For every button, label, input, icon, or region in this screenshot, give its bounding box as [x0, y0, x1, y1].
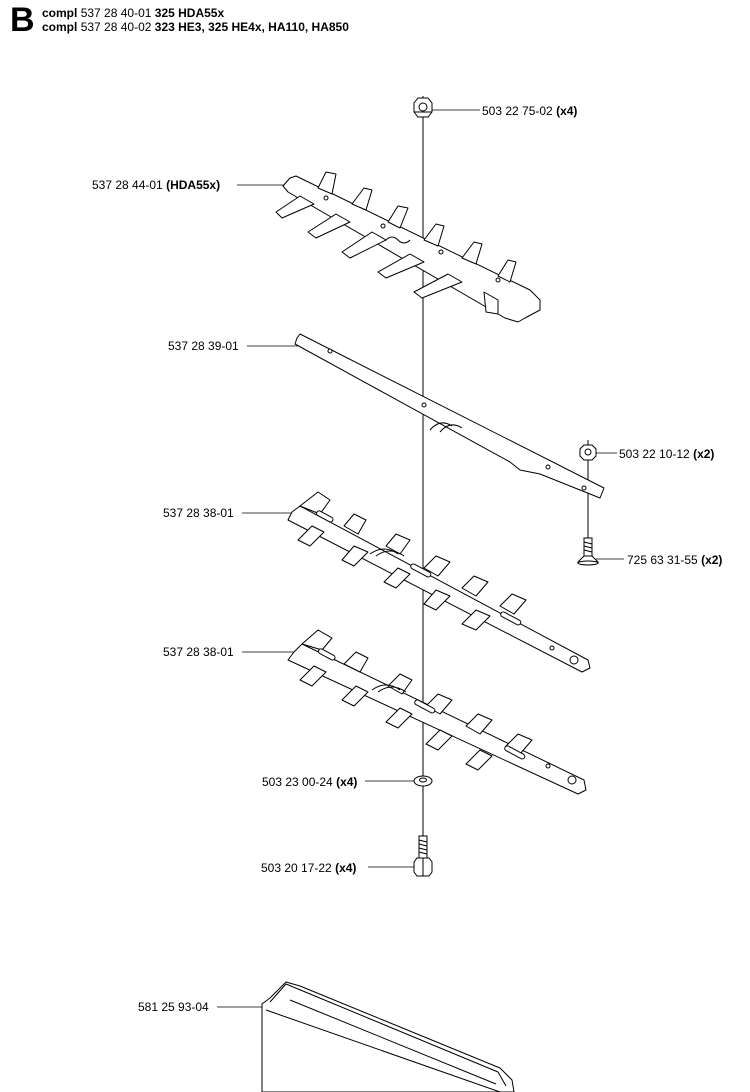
part-note: (x4): [336, 775, 358, 789]
callout-nut-top: 503 22 75-02 (x4): [482, 104, 577, 118]
leader-lines: [217, 109, 624, 1008]
callout-upper-blade: 537 28 38-01: [163, 506, 234, 520]
part-note: (HDA55x): [166, 178, 221, 192]
part-number: 725 63 31-55: [627, 553, 698, 567]
part-note: (x4): [335, 861, 357, 875]
upper-blade-shape: [287, 491, 591, 673]
callout-washer: 503 23 00-24 (x4): [262, 775, 357, 789]
guide-bar-shape: [294, 333, 605, 499]
callout-bolt: 503 20 17-22 (x4): [261, 861, 356, 875]
callout-blade-guard: 581 25 93-04: [138, 1000, 209, 1014]
callout-top-blade: 537 28 44-01 (HDA55x): [92, 178, 220, 192]
header-number: 537 28 40-02: [80, 20, 152, 34]
header-line-2: compl 537 28 40-02 323 HE3, 325 HE4x, HA…: [42, 20, 349, 34]
header-prefix: compl: [42, 6, 78, 20]
washer-shape: [413, 775, 433, 787]
part-note: (x4): [556, 104, 578, 118]
side-nut-shape: [579, 444, 597, 461]
callout-guide-bar: 537 28 39-01: [168, 339, 239, 353]
part-number: 537 28 44-01: [92, 178, 163, 192]
part-note: (x2): [693, 447, 715, 461]
part-number: 537 28 38-01: [163, 506, 234, 520]
part-number: 537 28 38-01: [163, 645, 234, 659]
callout-side-nut: 503 22 10-12 (x2): [619, 447, 714, 461]
header-prefix: compl: [42, 20, 78, 34]
page-header: B compl 537 28 40-01 325 HDA55x compl 53…: [6, 1, 746, 42]
bolt-shape: [413, 835, 433, 877]
header-models: 325 HDA55x: [154, 6, 225, 20]
countersunk-screw-shape: [576, 537, 600, 566]
part-note: (x2): [701, 553, 723, 567]
lower-blade-shape: [287, 629, 587, 795]
header-models: 323 HE3, 325 HE4x, HA110, HA850: [154, 20, 349, 34]
callout-screw: 725 63 31-55 (x2): [627, 553, 722, 567]
header-line-1: compl 537 28 40-01 325 HDA55x: [42, 6, 224, 20]
top-blade-shape: [275, 171, 541, 323]
section-letter: B: [10, 1, 35, 39]
blade-guard-shape: [261, 981, 515, 1092]
part-number: 537 28 39-01: [168, 339, 239, 353]
nut-top-shape: [413, 97, 433, 118]
part-number: 503 22 10-12: [619, 447, 690, 461]
part-number: 503 23 00-24: [262, 775, 333, 789]
part-number: 503 22 75-02: [482, 104, 553, 118]
callout-lower-blade: 537 28 38-01: [163, 645, 234, 659]
header-number: 537 28 40-01: [80, 6, 152, 20]
part-number: 581 25 93-04: [138, 1000, 209, 1014]
part-number: 503 20 17-22: [261, 861, 332, 875]
